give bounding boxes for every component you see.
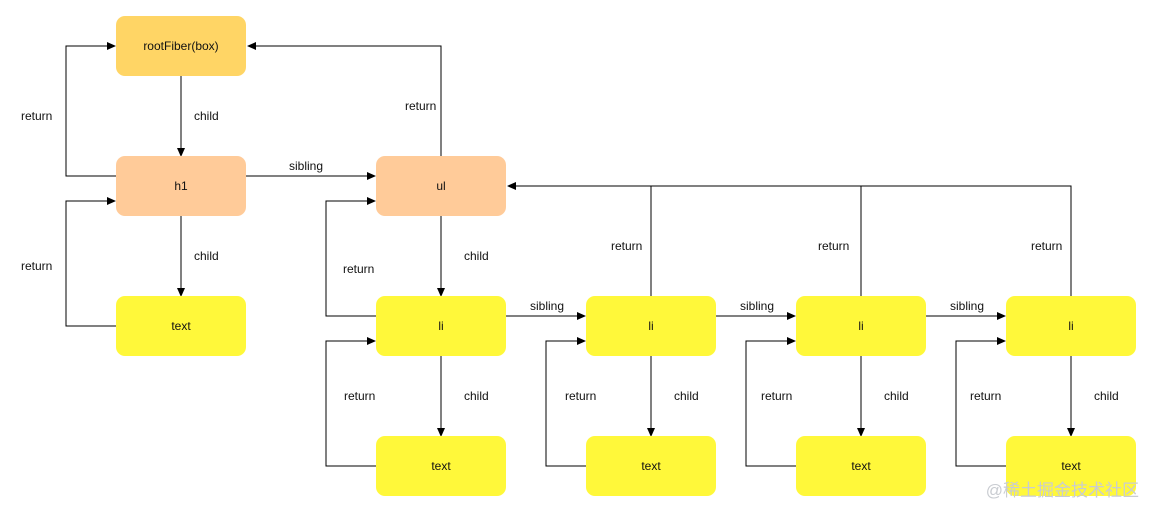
node-li-text-4: text	[1006, 436, 1136, 496]
label-return-text2-li2: return	[565, 389, 597, 403]
label-child-ul-li1: child	[464, 249, 489, 263]
label-return-text-h1: return	[21, 259, 53, 273]
label-return-li4-ul: return	[1031, 239, 1063, 253]
label-return-li2-ul: return	[611, 239, 643, 253]
edge-li1-ul-return	[325, 197, 376, 317]
node-li-4: li	[1006, 296, 1136, 356]
node-li-text-3: text	[796, 436, 926, 496]
edge-li4-ul-return	[861, 185, 1072, 296]
edge-ul-root-return	[247, 42, 442, 156]
label-return-ul-root: return	[405, 99, 437, 113]
watermark: @稀土掘金技术社区	[985, 481, 1139, 500]
label-sibling-h1-ul: sibling	[289, 159, 324, 173]
label-return-li1-ul: return	[343, 262, 375, 276]
label-return-li3-ul: return	[818, 239, 850, 253]
edge-text2-li2-return	[545, 337, 586, 467]
label-child-li4-text4: child	[1094, 389, 1119, 403]
node-li-text-2: text	[586, 436, 716, 496]
node-root-fiber: rootFiber(box)	[116, 16, 246, 76]
edge-text1-li1-return	[325, 337, 376, 467]
node-h1-text: text	[116, 296, 246, 356]
label-return-h1-root: return	[21, 109, 53, 123]
label-sibling-li2-li3: sibling	[740, 299, 775, 313]
label-child-h1-text: child	[194, 249, 219, 263]
edge-text-h1-return	[65, 197, 116, 327]
edge-h1-root-return	[65, 42, 116, 177]
edge-text3-li3-return	[745, 337, 796, 467]
label-child-li1-text1: child	[464, 389, 489, 403]
label-child-li3-text3: child	[884, 389, 909, 403]
node-li-3: li	[796, 296, 926, 356]
node-ul: ul	[376, 156, 506, 216]
edge-text4-li4-return	[955, 337, 1006, 467]
label-return-text1-li1: return	[344, 389, 376, 403]
label-sibling-li3-li4: sibling	[950, 299, 985, 313]
label-child-root-h1: child	[194, 109, 219, 123]
label-return-text4-li4: return	[970, 389, 1002, 403]
label-child-li2-text2: child	[674, 389, 699, 403]
node-li-1: li	[376, 296, 506, 356]
label-sibling-li1-li2: sibling	[530, 299, 565, 313]
node-li-text-1: text	[376, 436, 506, 496]
label-return-text3-li3: return	[761, 389, 793, 403]
node-h1: h1	[116, 156, 246, 216]
node-li-2: li	[586, 296, 716, 356]
